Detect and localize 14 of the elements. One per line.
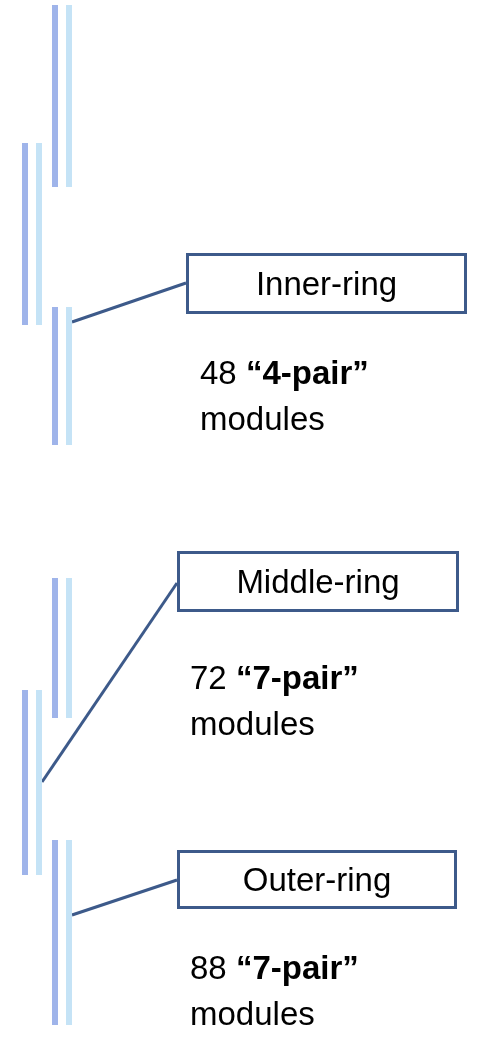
module-bar-pair — [52, 840, 72, 1025]
module-bar-pair — [52, 5, 72, 187]
caption-text: 88 “7-pair” modules — [190, 948, 360, 1034]
label-box: Outer-ring — [177, 850, 457, 909]
module-bar-pair — [22, 690, 42, 875]
module-bar-pair — [52, 307, 72, 445]
caption-text: 72 “7-pair” modules — [190, 658, 360, 744]
module-bar-pair — [22, 143, 42, 325]
label-box: Middle-ring — [177, 551, 459, 612]
caption-text: 48 “4-pair” modules — [200, 353, 370, 439]
leader-line — [71, 878, 178, 917]
leader-line — [71, 281, 187, 324]
module-bar-pair — [52, 578, 72, 718]
label-box: Inner-ring — [186, 253, 467, 314]
